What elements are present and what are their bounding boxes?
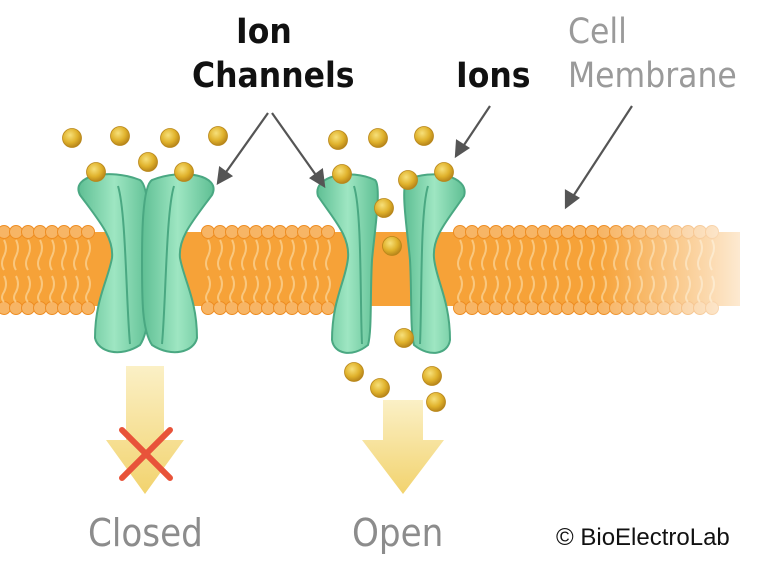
lipid-head [22,226,35,239]
ion-particle [369,129,388,148]
lipid-head [58,226,71,239]
lipid-head [46,302,59,315]
lipid-head [478,226,491,239]
lipid-head [322,226,335,239]
lipid-head [226,302,239,315]
lipid-head [586,226,599,239]
pointer-to-membrane [572,106,632,198]
lipid-head [250,302,263,315]
open-flow-arrow [362,400,444,494]
lipid-head [238,226,251,239]
ion-particle [375,199,394,218]
lipid-head [274,302,287,315]
closed-state-label: Closed [88,514,203,554]
lipid-head [250,226,263,239]
copyright-credit: © BioElectroLab [556,524,730,552]
lipid-head [10,226,23,239]
ion-particle [427,393,446,412]
lipid-head [34,226,47,239]
lipid-head [214,302,227,315]
lipid-head [262,302,275,315]
lipid-head [454,302,467,315]
lipid-head [526,226,539,239]
ion-particle [111,127,130,146]
open-state-label: Open [352,514,443,554]
lipid-head [538,226,551,239]
ion-particle [63,129,82,148]
ion-particle [435,163,454,182]
pointer-to-open-channel [272,113,318,178]
ion-channels-label-line1: Ion [236,14,292,51]
lipid-head [286,226,299,239]
ion-channels-label-line2: Channels [192,58,355,95]
closed-flow-arrow [106,366,184,494]
ion-particle [329,131,348,150]
lipid-head [466,226,479,239]
ion-particle [175,163,194,182]
lipid-head [454,226,467,239]
ion-particle [415,127,434,146]
lipid-head [202,226,215,239]
lipid-head [466,302,479,315]
ion-particle [399,171,418,190]
ion-particle [333,165,352,184]
lipid-head [538,302,551,315]
lipid-head [478,302,491,315]
lipid-head [0,226,11,239]
lipid-head [310,226,323,239]
lipid-head [70,302,83,315]
lipid-head [562,302,575,315]
lipid-head [238,302,251,315]
ions-label: Ions [456,58,531,95]
lipid-head [274,226,287,239]
lipid-head [298,226,311,239]
ion-particle [87,163,106,182]
lipid-head [514,226,527,239]
lipid-head [574,302,587,315]
pointer-to-ions [462,106,490,148]
ion-particle [209,127,228,146]
lipid-head [322,302,335,315]
lipid-head [0,302,11,315]
ion-particle [371,379,390,398]
lipid-head [514,302,527,315]
lipid-head [82,226,95,239]
lipid-head [550,302,563,315]
lipid-head [214,226,227,239]
lipid-head [10,302,23,315]
lipid-head [574,226,587,239]
lipid-head [298,302,311,315]
lipid-head [286,302,299,315]
lipid-head [526,302,539,315]
lipid-head [586,302,599,315]
lipid-head [490,302,503,315]
ion-particle [395,329,414,348]
lipid-head [490,226,503,239]
lipid-head [70,226,83,239]
lipid-head [310,302,323,315]
pointer-to-closed-channel [224,113,268,175]
ion-particle [139,153,158,172]
lipid-head [502,302,515,315]
lipid-head [502,226,515,239]
cell-membrane-label-line2: Membrane [568,58,737,95]
ion-particle [383,237,402,256]
ion-particle [345,363,364,382]
lipid-head [202,302,215,315]
lipid-head [82,302,95,315]
lipid-head [34,302,47,315]
lipid-head [22,302,35,315]
lipid-head [262,226,275,239]
pointer-head-closed-channel [218,168,231,183]
ion-particle [423,367,442,386]
ion-particle [161,129,180,148]
lipid-head [562,226,575,239]
lipid-head [226,226,239,239]
lipid-head [550,226,563,239]
lipid-head [58,302,71,315]
lipid-head [46,226,59,239]
cell-membrane-label-line1: Cell [568,14,627,51]
